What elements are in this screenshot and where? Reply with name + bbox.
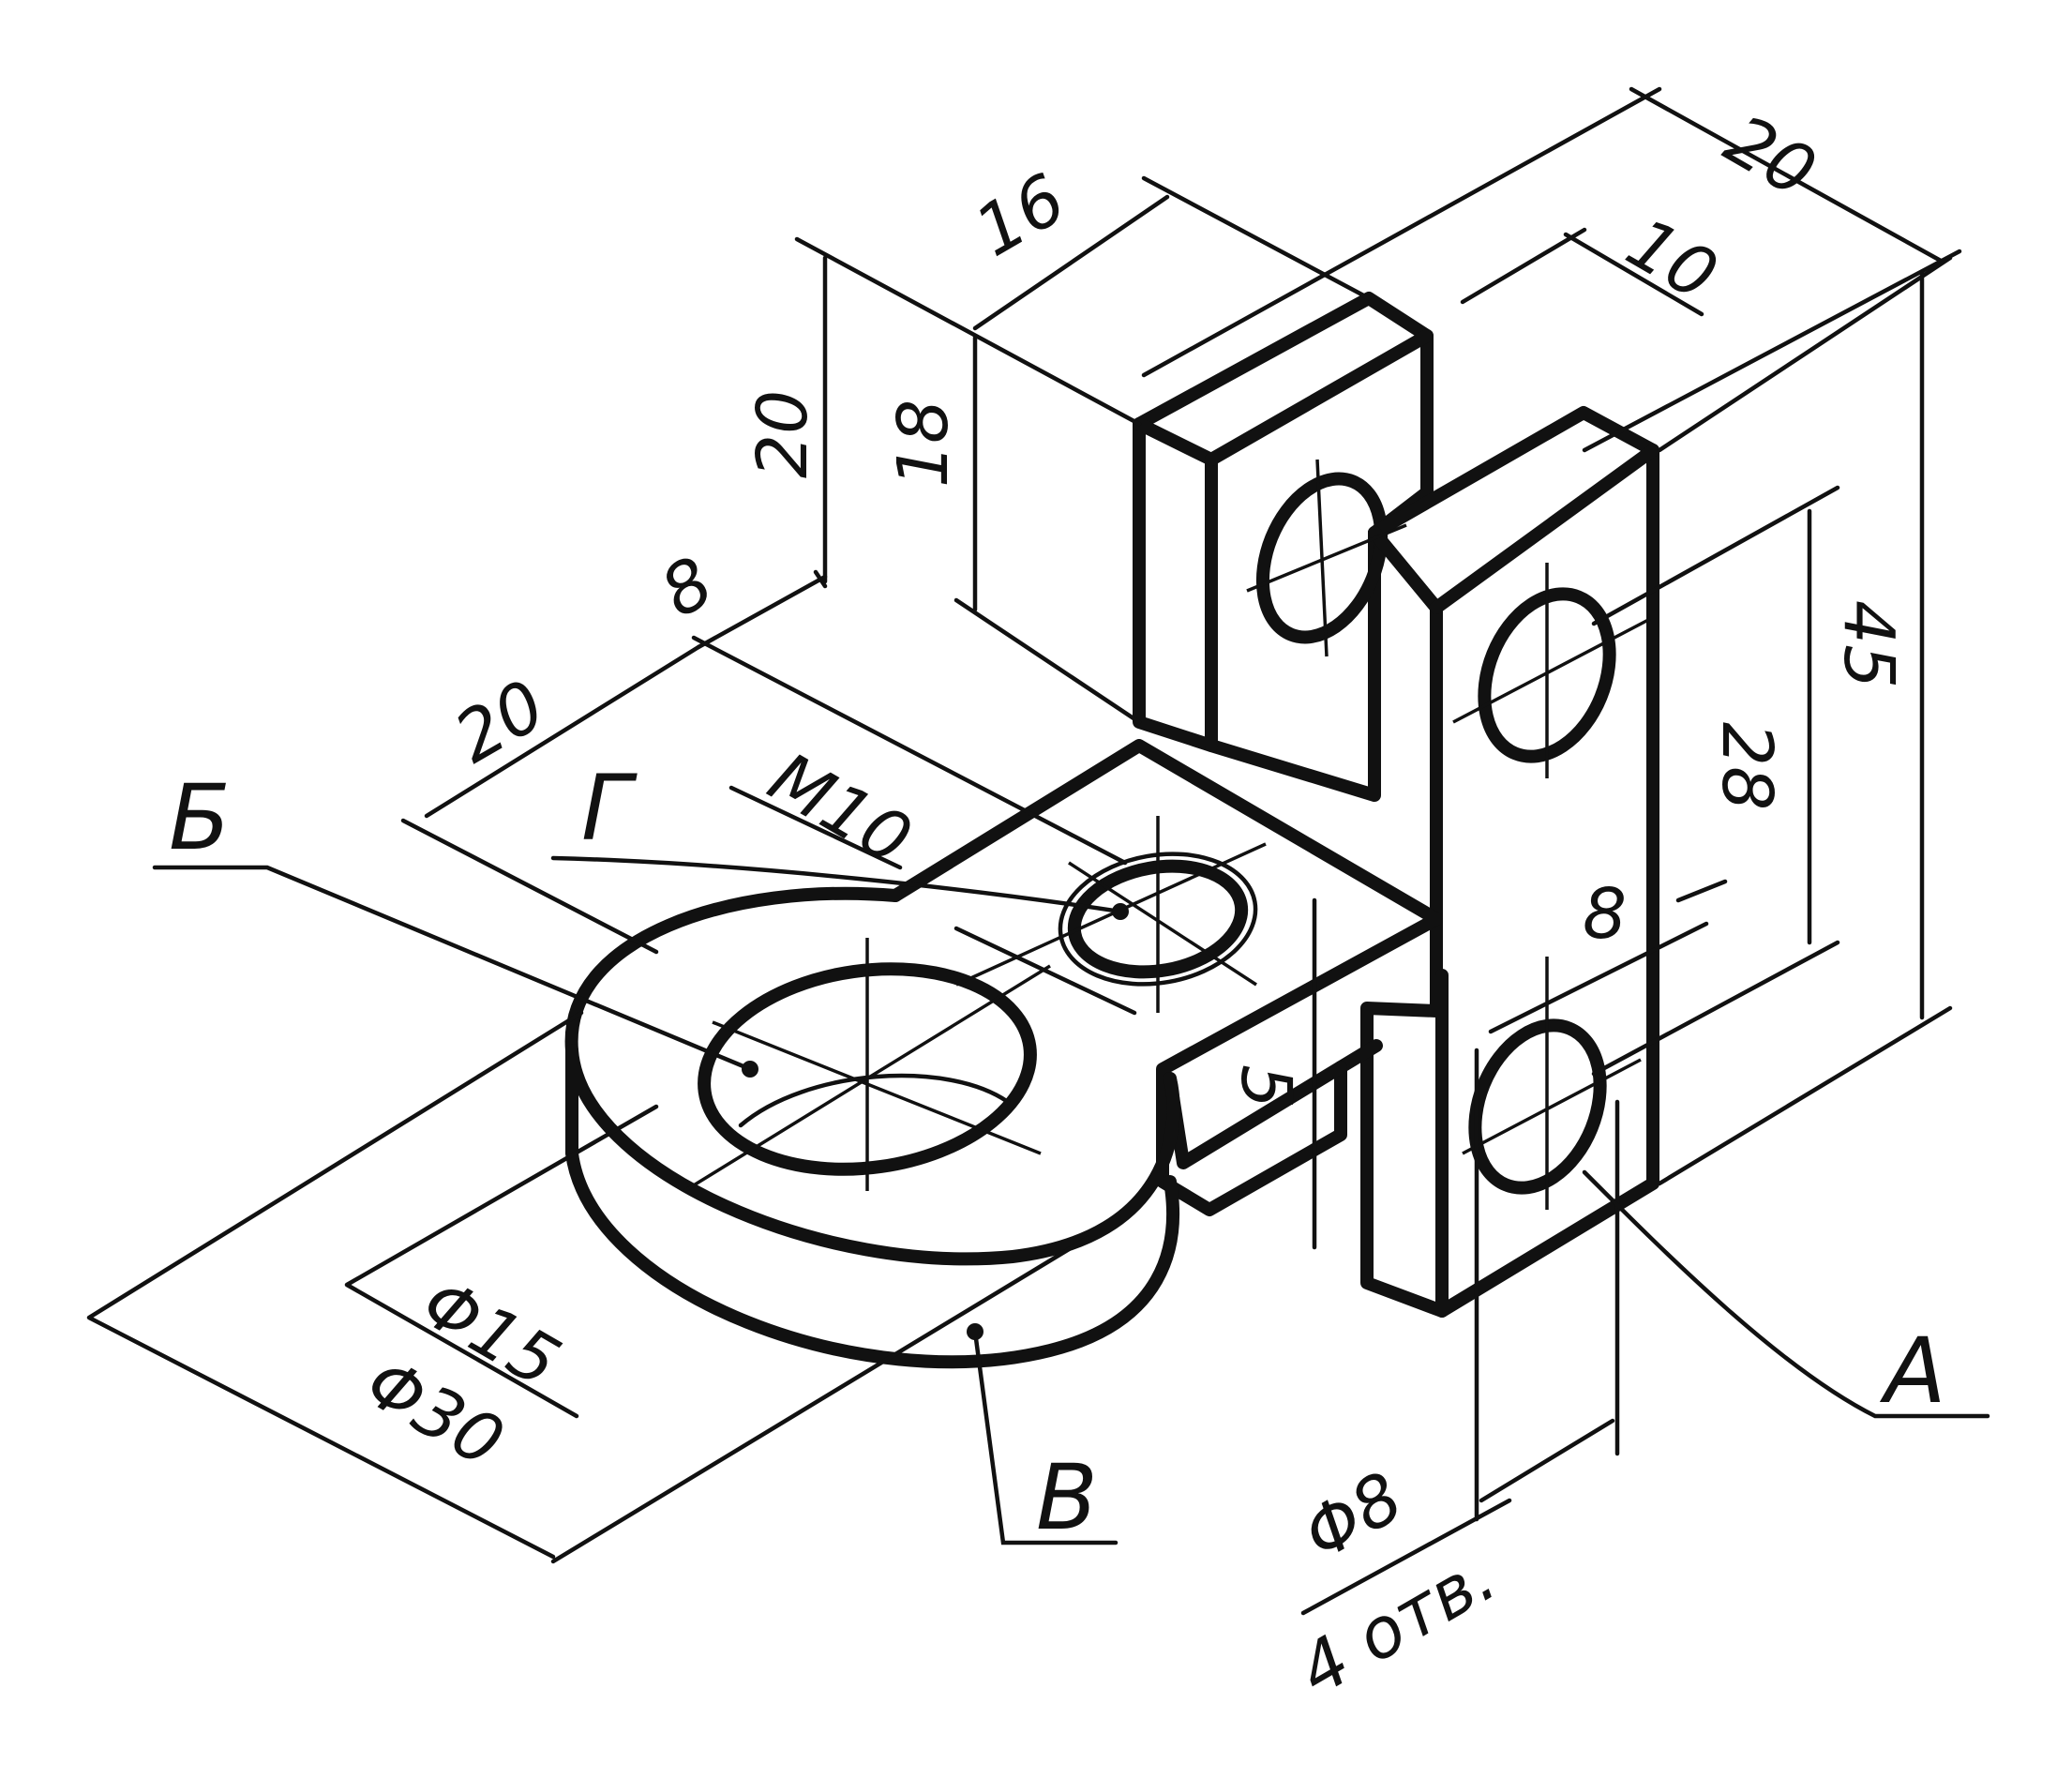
reference-labels: А Б В Г <box>169 756 1946 1550</box>
threaded-hole-outline <box>1067 859 1249 979</box>
part-outline <box>564 292 1659 1369</box>
dim-slot-depth: 5 <box>1225 1064 1306 1108</box>
lug-bore-axis <box>683 938 1051 1193</box>
leader-g <box>550 855 1123 914</box>
plate-hole-lower <box>1468 1018 1607 1195</box>
dim-thread: M10 <box>756 737 924 881</box>
dim-line-base-offset <box>696 569 828 650</box>
lug-side-outline <box>565 1044 1179 1369</box>
leader-v <box>972 1329 1119 1545</box>
dim-line-block-height-inner <box>953 335 1142 725</box>
dim-overall-height: 45 <box>1828 600 1909 688</box>
dim-plate-thickness: 8 <box>1583 874 1627 955</box>
dim-slot-width: 10 <box>1614 203 1731 317</box>
dim-line-plate-thickness <box>1488 879 1728 1034</box>
dim-line-thread <box>728 785 1137 1016</box>
leader-b <box>152 865 753 1072</box>
threaded-hole-axis <box>955 816 1267 1013</box>
dim-block-height-inner: 18 <box>883 400 964 488</box>
left-block-front-edge <box>1133 417 1218 752</box>
plate-hole-upper-axis <box>1452 563 1651 778</box>
dim-base-offset: 8 <box>648 542 727 634</box>
lug-bore <box>698 962 1037 1176</box>
leader-b-dot <box>742 1061 758 1078</box>
dim-base-length: 20 <box>442 665 559 779</box>
dim-block-depth: 16 <box>962 158 1079 273</box>
dim-top-width: 20 <box>1712 99 1829 214</box>
dim-line-block-height-outer <box>794 236 1142 584</box>
center-lines <box>683 459 1651 1210</box>
left-block-hole-axis <box>1246 459 1407 657</box>
dim-line-hole-spacing <box>1591 485 1840 1077</box>
lug-top-outline <box>564 886 1180 1266</box>
dim-line-slot-width <box>1460 227 1704 317</box>
dim-line-block-depth <box>972 175 1372 331</box>
dim-line-overall-height <box>1657 255 1953 1186</box>
dim-line-top-width <box>1141 86 1962 453</box>
left-block-top-edge <box>1205 329 1434 466</box>
dim-hole-spacing: 28 <box>1706 722 1787 810</box>
leader-g-dot <box>1112 903 1129 920</box>
leader-a <box>1582 1169 1990 1419</box>
plate-hole-lower-axis <box>1462 957 1642 1210</box>
right-plate-top-edge <box>1430 444 1659 614</box>
ref-label-g: Г <box>581 756 638 861</box>
leader-v-dot <box>967 1323 983 1340</box>
dim-line-bore-outer <box>86 1010 1090 1564</box>
ref-label-a: А <box>1879 1319 1946 1424</box>
dimension-lines <box>86 86 1990 1616</box>
ref-label-b: Б <box>169 765 231 870</box>
left-block-hole <box>1255 472 1389 644</box>
dim-line-base-length <box>400 635 1128 955</box>
dim-line-bore-inner <box>344 1104 659 1419</box>
lug-bore-inner-edge <box>738 1073 1011 1128</box>
dim-line-hole-diameter <box>1300 1048 1620 1616</box>
dim-block-height-outer: 20 <box>743 390 823 478</box>
plate-hole-upper <box>1478 587 1616 763</box>
ref-label-v: В <box>1036 1445 1098 1550</box>
dim-hole-diameter: Φ8 <box>1290 1456 1416 1575</box>
